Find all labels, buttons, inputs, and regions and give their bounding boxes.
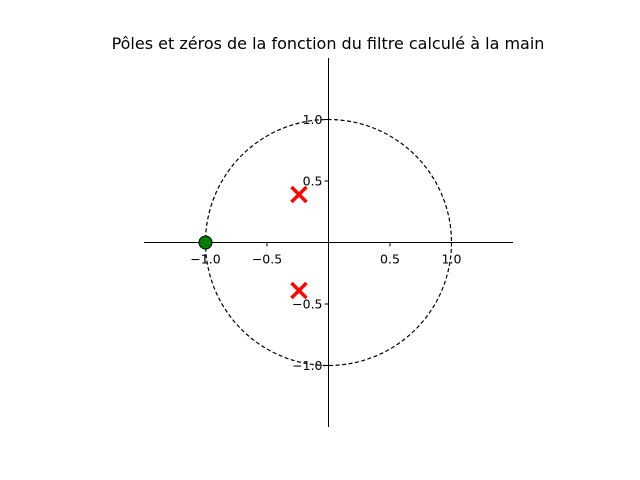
chart-title: Pôles et zéros de la fonction du filtre … bbox=[112, 34, 545, 53]
x-tick-label: 1.0 bbox=[442, 252, 462, 267]
pole-cross-stroke bbox=[290, 185, 308, 204]
y-tick-label: −1.0 bbox=[292, 358, 322, 373]
x-tick-label: −1.0 bbox=[190, 252, 220, 267]
pole-point bbox=[290, 185, 308, 204]
x-tick-label: 0.5 bbox=[380, 252, 400, 267]
pole-cross-stroke bbox=[290, 281, 308, 300]
y-tick-label: −0.5 bbox=[292, 297, 322, 312]
zero-point bbox=[198, 235, 213, 250]
y-tick-label: 0.5 bbox=[303, 174, 323, 189]
pole-point bbox=[290, 281, 308, 300]
x-tick-label: −0.5 bbox=[252, 252, 282, 267]
y-tick-label: 1.0 bbox=[303, 112, 323, 127]
